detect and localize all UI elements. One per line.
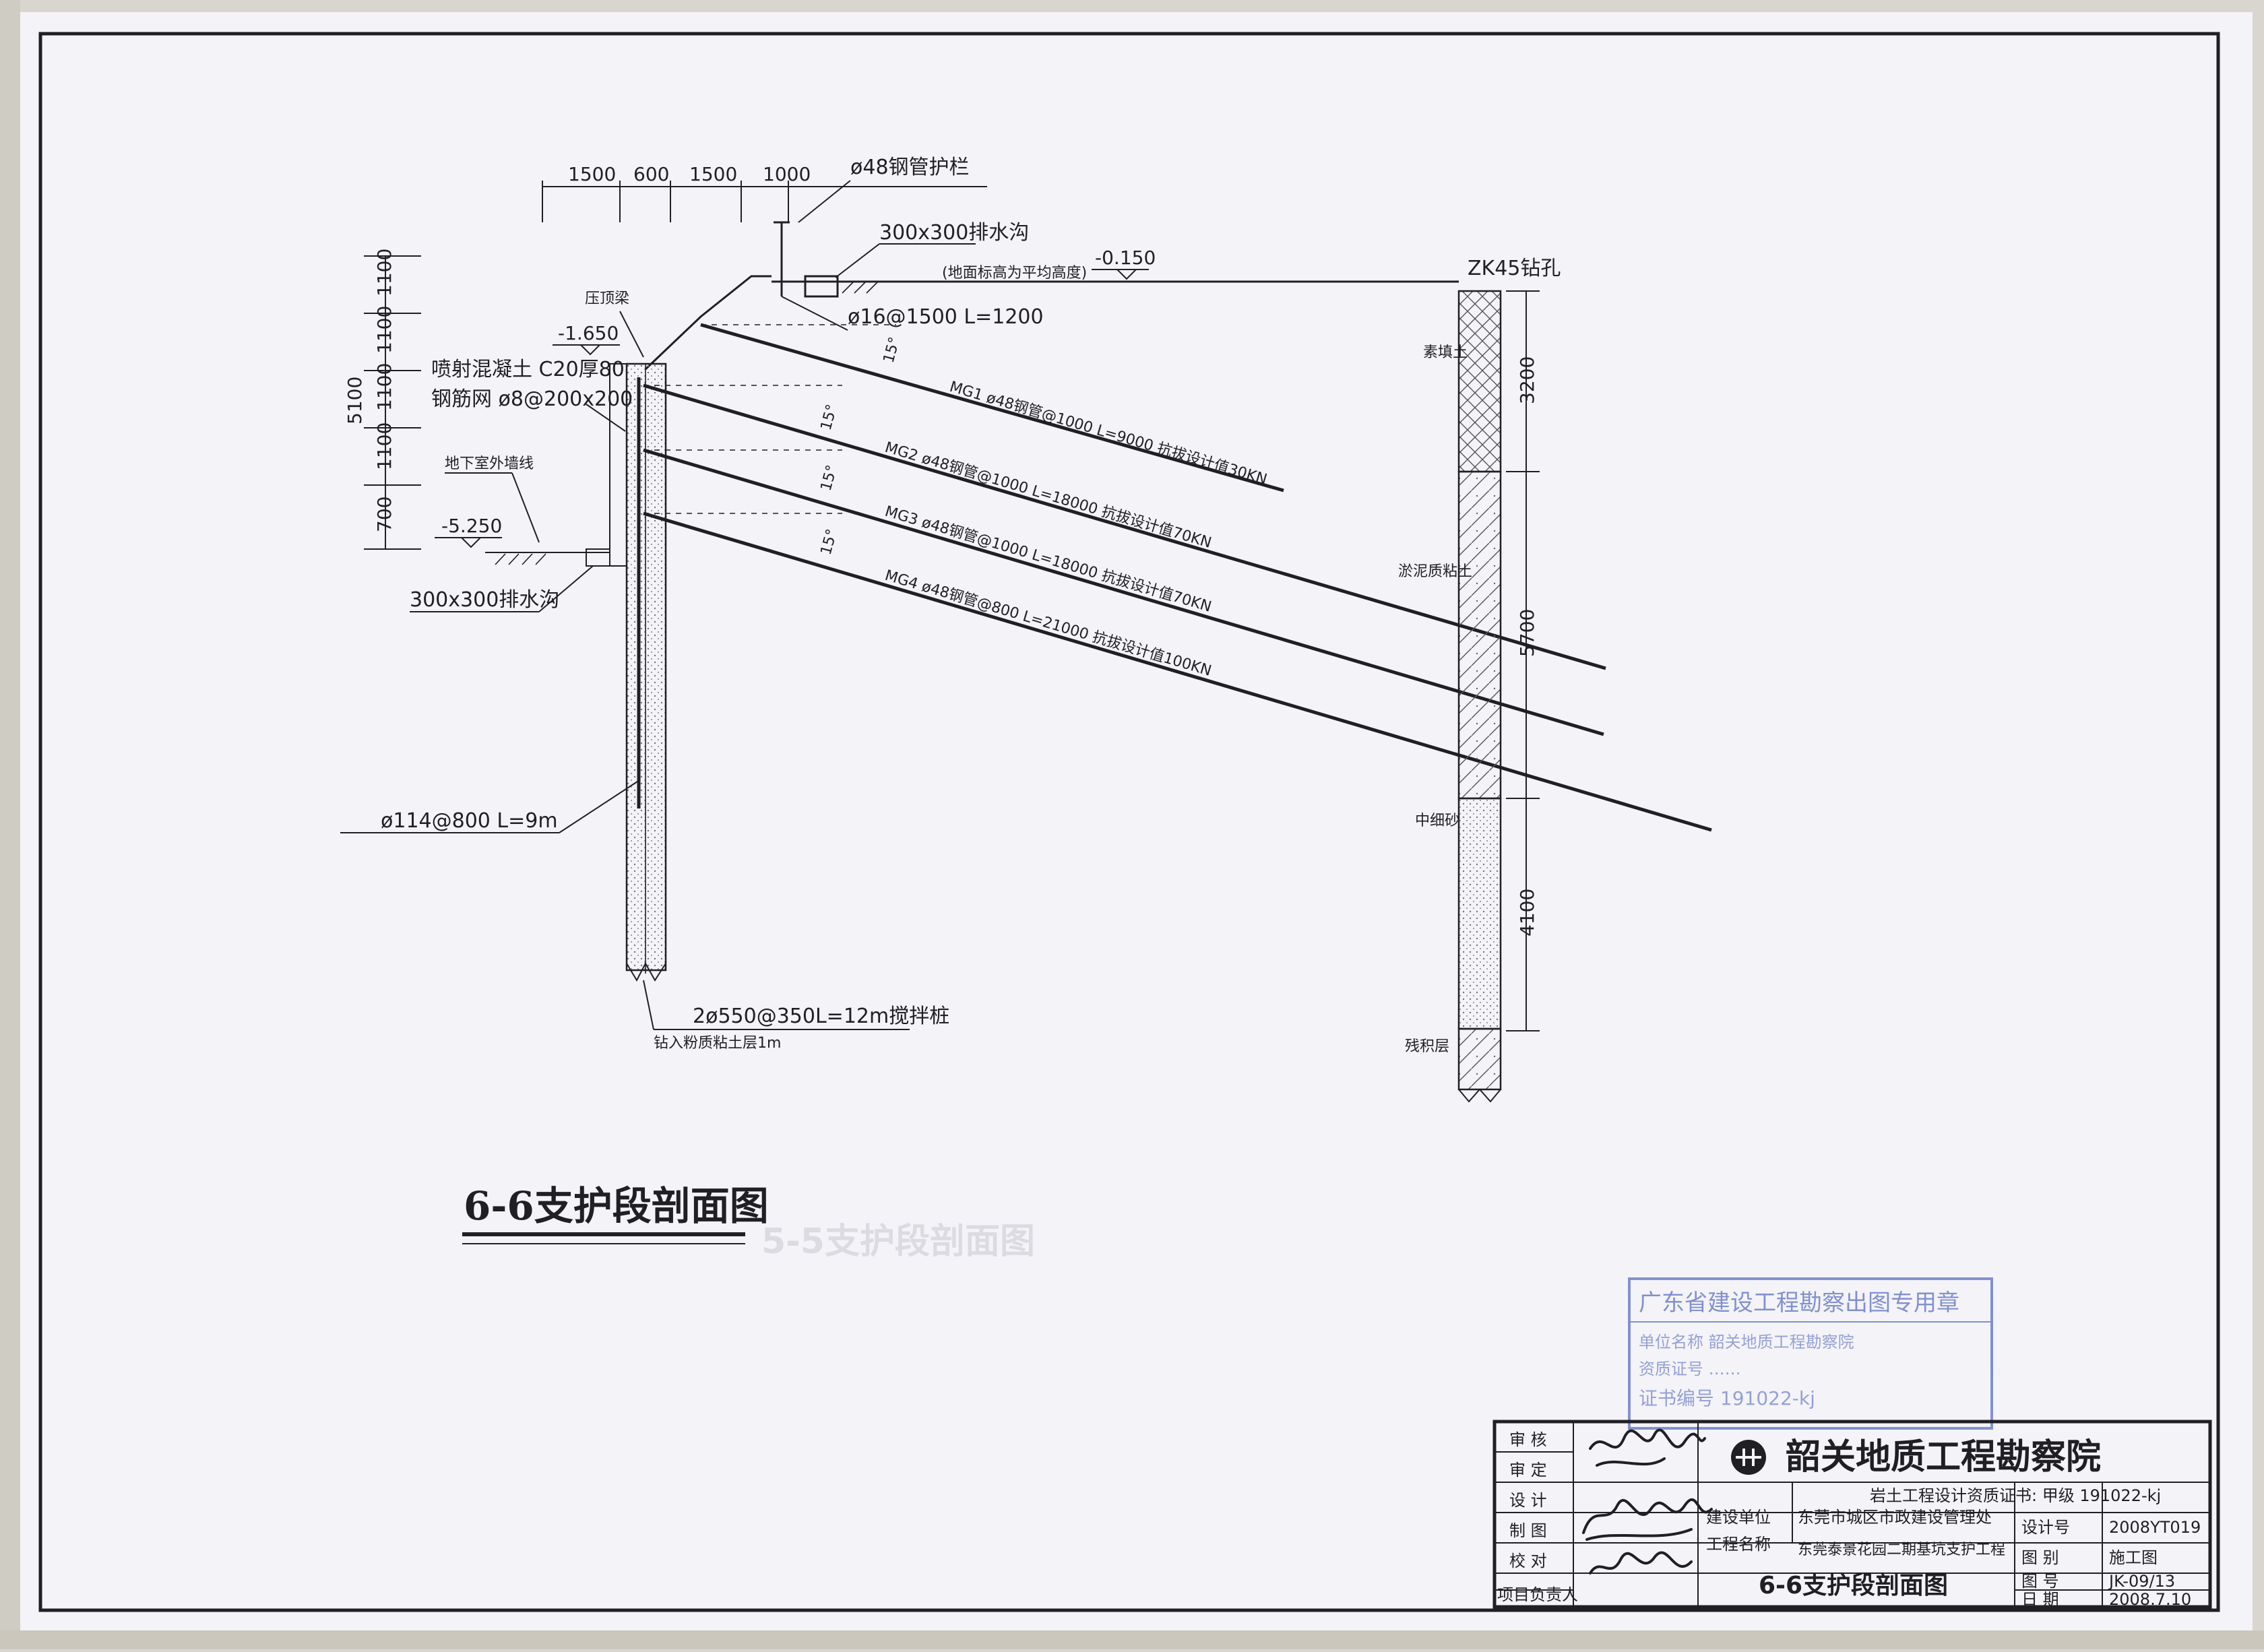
- role-lead: 项目负责人: [1497, 1585, 1578, 1604]
- left-dim-2: 1100: [373, 306, 396, 354]
- section-title: 6-6支护段剖面图: [464, 1183, 769, 1229]
- approval-stamp: 广东省建设工程勘察出图专用章 单位名称 韶关地质工程勘察院 资质证号 …… 证书…: [1628, 1277, 1993, 1430]
- svg-text:资质证号 ……: 资质证号 ……: [1639, 1360, 1741, 1378]
- bottom-ditch-label: 300x300排水沟: [410, 588, 559, 612]
- meta-design-no-value: 2008YT019: [2109, 1518, 2201, 1537]
- mixing-pile-label: 2ø550@350L=12m搅拌桩: [693, 1005, 949, 1028]
- layer-1-name: 素填土: [1423, 344, 1468, 361]
- project-value: 东莞泰景花园二期基坑支护工程: [1798, 1542, 2005, 1558]
- left-dim-total: 5100: [344, 377, 366, 424]
- role-approve: 审 定: [1509, 1461, 1547, 1480]
- mesh-label: 钢筋网 ø8@200x200: [431, 387, 633, 411]
- left-dim-5: 700: [373, 497, 396, 532]
- ground-profile: [644, 221, 1459, 371]
- mixing-pile-note: 钻入粉质粘土层1m: [654, 1035, 781, 1052]
- left-dimension-chain: [364, 255, 421, 550]
- layer-1-thickness: 3200: [1516, 356, 1538, 404]
- nail-mg2: [643, 383, 1606, 670]
- nail-mg4: [643, 511, 1712, 832]
- top-dim-3: 1500: [689, 163, 737, 185]
- layer-3-thickness: 4100: [1516, 889, 1538, 936]
- role-design: 设 计: [1509, 1491, 1547, 1510]
- top-dim-1: 1500: [568, 163, 616, 185]
- soil-nails: [643, 323, 1712, 832]
- level-bottom: -5.250: [441, 515, 502, 537]
- left-dim-4: 1100: [373, 422, 396, 470]
- layer-2-thickness: 5700: [1516, 609, 1538, 657]
- role-review: 审 核: [1509, 1430, 1547, 1449]
- drawing-frame: [38, 32, 2220, 1612]
- left-dim-3: 1100: [373, 363, 396, 411]
- svg-text:单位名称 韶关地质工程勘察院: 单位名称 韶关地质工程勘察院: [1639, 1333, 1854, 1352]
- top-bolt-label: ø16@1500 L=1200: [848, 305, 1044, 329]
- meta-date-label: 日 期: [2021, 1590, 2059, 1609]
- top-ditch-label: 300x300排水沟: [879, 221, 1029, 245]
- top-dim-2: 600: [633, 163, 669, 185]
- role-draft: 制 图: [1509, 1521, 1547, 1540]
- meta-sheet-label: 图 号: [2021, 1572, 2059, 1591]
- layer-2-name: 淤泥质粘土: [1398, 563, 1472, 580]
- client-label: 建设单位: [1706, 1508, 1771, 1527]
- basement-line-label: 地下室外墙线: [445, 455, 534, 472]
- rail-label: ø48钢管护栏: [850, 156, 970, 179]
- company-logo: [1731, 1440, 1766, 1475]
- layer-4-name: 残积层: [1405, 1038, 1449, 1055]
- meta-sheet-value: JK-09/13: [2108, 1572, 2175, 1591]
- ghost-title: 5-5支护段剖面图: [761, 1221, 1035, 1262]
- ground-level: -0.150: [1095, 247, 1156, 269]
- svg-text:广东省建设工程勘察出图专用章: 广东省建设工程勘察出图专用章: [1639, 1290, 1959, 1316]
- ground-note: (地面标高为平均高度): [942, 265, 1087, 282]
- company-name: 韶关地质工程勘察院: [1786, 1437, 2101, 1478]
- nail-mg1: [700, 323, 1284, 493]
- level-top: -1.650: [558, 322, 619, 344]
- sheet-title: 6-6支护段剖面图: [1759, 1572, 1948, 1599]
- svg-text:证书编号 191022-kj: 证书编号 191022-kj: [1639, 1387, 1815, 1409]
- meta-type-label: 图 别: [2021, 1548, 2059, 1567]
- borehole-column: [1457, 290, 1502, 1103]
- shotcrete-label: 喷射混凝土 C20厚80: [431, 358, 625, 381]
- nail-mg3: [643, 448, 1604, 736]
- cap-beam-label: 压顶梁: [585, 290, 629, 307]
- borehole-id: ZK45钻孔: [1468, 257, 1561, 280]
- meta-date-value: 2008.7.10: [2109, 1590, 2191, 1609]
- meta-type-value: 施工图: [2109, 1548, 2158, 1567]
- client-value: 东莞市城区市政建设管理处: [1798, 1508, 1992, 1527]
- signatures: [1582, 1428, 1713, 1575]
- top-dimension-chain: [542, 181, 987, 222]
- paper-sheet: [17, 12, 2253, 1643]
- project-label: 工程名称: [1706, 1535, 1771, 1554]
- company-cert: 岩土工程设计资质证书: 甲级 191022-kj: [1870, 1486, 2161, 1505]
- top-dim-4: 1000: [763, 163, 811, 185]
- meta-design-no-label: 设计号: [2021, 1518, 2070, 1537]
- micropile-label: ø114@800 L=9m: [381, 809, 558, 833]
- role-check: 校 对: [1509, 1552, 1547, 1570]
- layer-3-name: 中细砂: [1415, 813, 1459, 829]
- title-block: [1492, 1420, 2212, 1609]
- left-dim-1: 1100: [373, 249, 396, 296]
- mixing-pile-wall: [625, 362, 667, 972]
